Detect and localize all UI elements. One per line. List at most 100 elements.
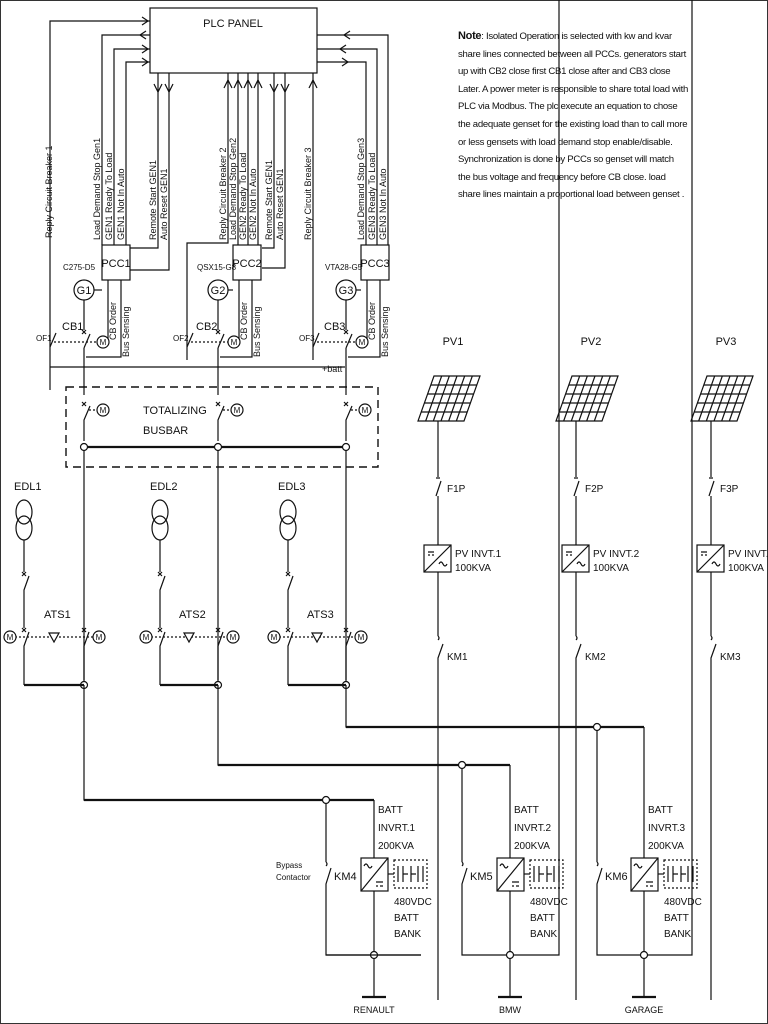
motor-symbol: M (100, 338, 107, 347)
pcc-box (232, 244, 262, 281)
battery-inverter-icon (496, 857, 525, 892)
generator-label: G3 (339, 285, 354, 297)
motor-symbol: M (234, 406, 241, 415)
inverter-label: PV INVT.2 (593, 549, 640, 560)
bank-label-1: BATT (530, 913, 555, 924)
breaker-x-mark (21, 571, 27, 577)
of-contact (186, 332, 194, 348)
fuse-icon (708, 477, 715, 497)
generator-label: G2 (211, 285, 226, 297)
motor-symbol: M (362, 406, 369, 415)
battery-cells (533, 866, 560, 882)
contactor-blade (710, 643, 717, 1000)
cb-order-label: CB Order (108, 302, 118, 340)
breaker-x-mark (81, 401, 87, 407)
load-node (505, 950, 515, 960)
fuse-label: F2P (585, 484, 604, 495)
breaker-x-mark (81, 627, 87, 633)
plc-panel: PLC PANEL (149, 7, 318, 74)
battery-cells (397, 866, 424, 882)
bypass-contactor-blade (596, 0, 693, 956)
motor-operator-icon: M (92, 630, 106, 644)
contactor-mark (437, 635, 440, 641)
pv-inverter-icon (561, 544, 590, 573)
cb-order-label: CB Order (367, 302, 377, 340)
edl-label: EDL3 (278, 481, 306, 493)
ac-symbol (711, 561, 721, 567)
genset-model: QSX15-G8 (197, 263, 237, 272)
panel-grid-col (713, 375, 731, 422)
inverter-diagonal (360, 857, 389, 892)
bypass-contactor-blade (461, 0, 560, 956)
busbar-label-2: BUSBAR (143, 425, 188, 437)
bank-voltage: 480VDC (394, 897, 432, 908)
ats-contact-2 (83, 631, 90, 681)
inverter-rating: 100KVA (593, 563, 629, 574)
note-body: : Isolated Operation is selected with kw… (458, 31, 688, 201)
battery-group-1: KM4BATTINVRT.1200KVA480VDCBATTBANKRENAUL… (321, 795, 432, 1015)
dc-symbol (512, 881, 519, 887)
inverter-rating: 100KVA (455, 563, 491, 574)
motor-operator-icon: M (96, 403, 110, 417)
solar-panel-icon (690, 375, 754, 422)
panel-grid-col (432, 375, 450, 422)
inverter-label: PV INVT.1 (455, 549, 502, 560)
pcc-label: PCC3 (360, 258, 389, 270)
panel-grid-col (425, 375, 443, 422)
breaker-x-mark (343, 329, 349, 335)
contactor-mark (325, 861, 328, 867)
contactor-blade (575, 643, 582, 1000)
contactor-label: KM4 (334, 871, 357, 883)
motor-circle (267, 630, 281, 644)
motor-symbol: M (358, 633, 365, 642)
dc-symbol (701, 551, 707, 556)
panel-grid-col (593, 375, 611, 422)
bank-box (529, 859, 564, 889)
ats-label: ATS1 (44, 609, 71, 621)
pv-label: PV3 (716, 336, 737, 348)
ac-symbol (576, 561, 586, 567)
motor-circle (92, 630, 106, 644)
contactor-label: KM5 (470, 871, 493, 883)
bus-sensing-label: Bus Sensing (252, 306, 262, 357)
ats-interlock-icon (182, 632, 196, 644)
label-load-demand-gen3: Load Demand Stop Gen3 (356, 138, 366, 240)
breaker-x-mark (157, 627, 163, 633)
motor-circle (96, 335, 110, 349)
motor-circle (96, 403, 110, 417)
motor-circle (355, 335, 369, 349)
transformer-coil-1 (15, 499, 33, 525)
busbar-feeder-3: M (341, 401, 372, 680)
ats-contact-2 (345, 631, 352, 681)
breaker-x-mark (215, 329, 221, 335)
pv-inverter-icon (696, 544, 725, 573)
batt-inverter-label-2: INVRT.3 (648, 823, 685, 834)
breaker-x-mark (21, 627, 27, 633)
ats-label: ATS3 (307, 609, 334, 621)
gen1-signal-wires (49, 16, 174, 390)
busbar-enclosure (65, 386, 379, 468)
label-auto-reset-2: Auto Reset GEN1 (275, 168, 285, 240)
of-contact (49, 332, 57, 348)
contactor-label: KM2 (585, 652, 606, 663)
of-label: OF3 (299, 334, 315, 343)
bank-voltage: 480VDC (664, 897, 702, 908)
battery-bank-icon (663, 859, 698, 889)
contactor-label: KM3 (720, 652, 741, 663)
edl-label: EDL1 (14, 481, 42, 493)
breaker-x-mark (343, 401, 349, 407)
breaker-x-mark (285, 627, 291, 633)
load-label: RENAULT (353, 1005, 395, 1015)
panel-grid-col (721, 375, 739, 422)
feeder-breaker-blade (345, 405, 353, 441)
battery-bank-icon (529, 859, 564, 889)
motor-circle (3, 630, 17, 644)
note-label: Note (458, 30, 482, 42)
